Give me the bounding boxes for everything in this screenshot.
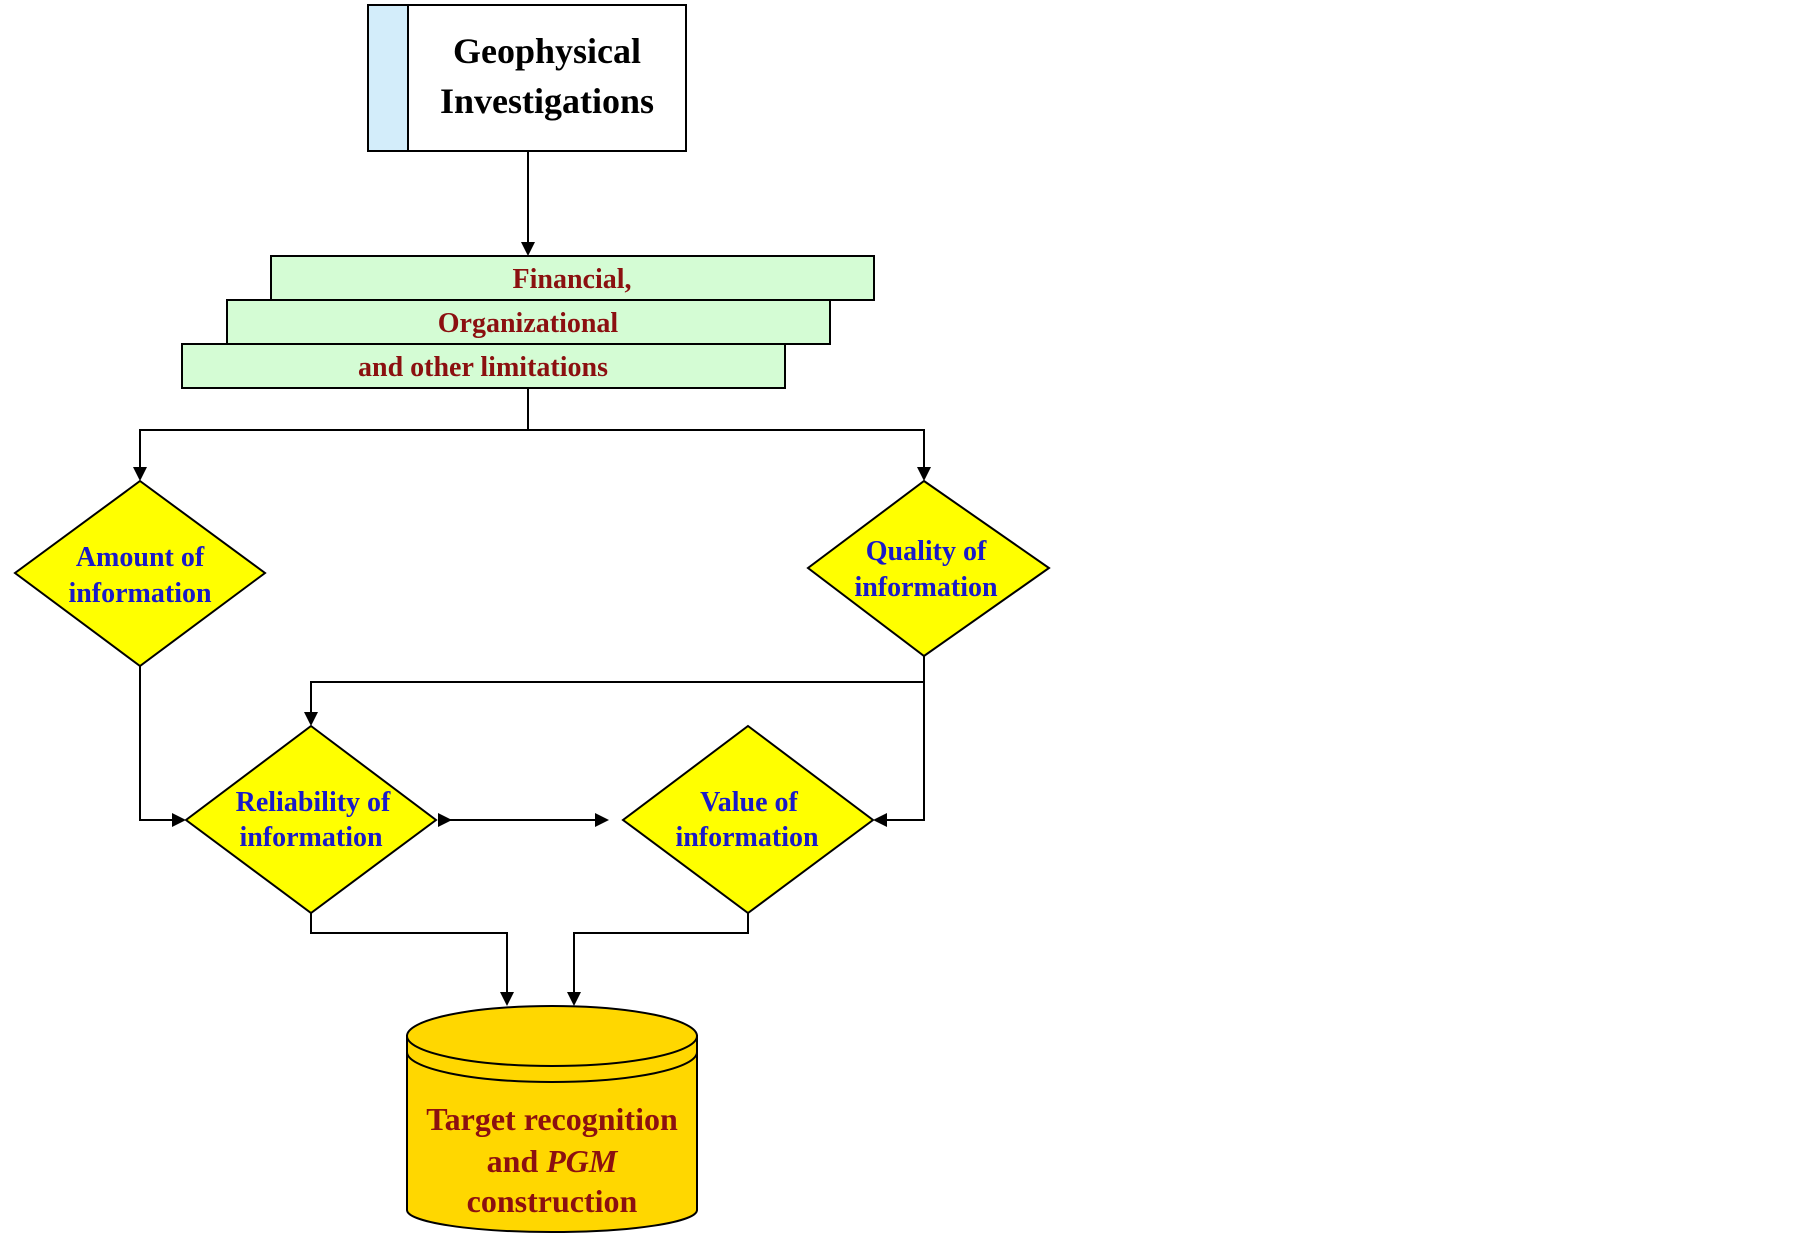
limitations-box-organizational <box>226 299 831 345</box>
decision-reliability-label-line1: Reliability of <box>236 787 391 818</box>
target-label-pgm: PGM <box>545 1143 619 1179</box>
target-label-line3: construction <box>467 1183 638 1219</box>
decision-reliability-label-line2: information <box>239 822 383 853</box>
limitations-label-financial: Financial, <box>512 264 631 295</box>
target-cylinder-top <box>406 1005 698 1067</box>
decision-amount-label-line2: information <box>68 578 212 609</box>
start-node-label-line2: Investigations <box>440 81 654 121</box>
decision-quality-label-line1: Quality of <box>866 536 987 567</box>
start-node-body <box>407 4 687 152</box>
connector-value-to-target <box>567 913 749 1006</box>
decision-quality-label-line2: information <box>854 572 998 603</box>
decision-reliability-diamond <box>184 724 438 915</box>
limitations-label-other: and other limitations <box>358 352 608 383</box>
target-label-line1: Target recognition <box>426 1101 678 1137</box>
decision-quality-diamond <box>806 479 1051 658</box>
limitations-label-organizational: Organizational <box>438 308 619 339</box>
connector-amount-to-reliability <box>139 666 186 827</box>
connector-quality-to-reliability <box>304 681 924 726</box>
decision-amount-diamond <box>13 479 267 668</box>
connector-reliability-to-target <box>310 913 514 1006</box>
connector-to-quality <box>528 429 931 481</box>
connector-to-amount <box>133 429 528 481</box>
start-node: Geophysical Investigations <box>367 4 687 152</box>
target-label-line2-plain: and <box>487 1143 547 1179</box>
decision-reliability: Reliability of information <box>184 724 438 915</box>
decision-value-label-line1: Value of <box>700 787 798 818</box>
decision-amount: Amount of information <box>13 479 267 668</box>
target-label-line2: and PGM <box>487 1143 619 1179</box>
connector-quality-to-value <box>873 682 925 827</box>
limitations-box-other <box>181 343 786 389</box>
limitations-node: Financial, Organizational and other limi… <box>181 255 875 389</box>
decision-value-diamond <box>621 724 875 915</box>
decision-value-label-line2: information <box>675 822 819 853</box>
start-node-tab <box>367 4 409 152</box>
target-node: Target recognition and PGM construction <box>406 1005 698 1233</box>
decision-value: Value of information <box>621 724 875 915</box>
decision-amount-label-line1: Amount of <box>76 542 205 573</box>
target-cylinder-rim <box>406 1051 698 1083</box>
start-node-label-line1: Geophysical <box>453 31 641 71</box>
decision-quality: Quality of information <box>806 479 1051 658</box>
target-cylinder-body <box>406 1035 698 1233</box>
